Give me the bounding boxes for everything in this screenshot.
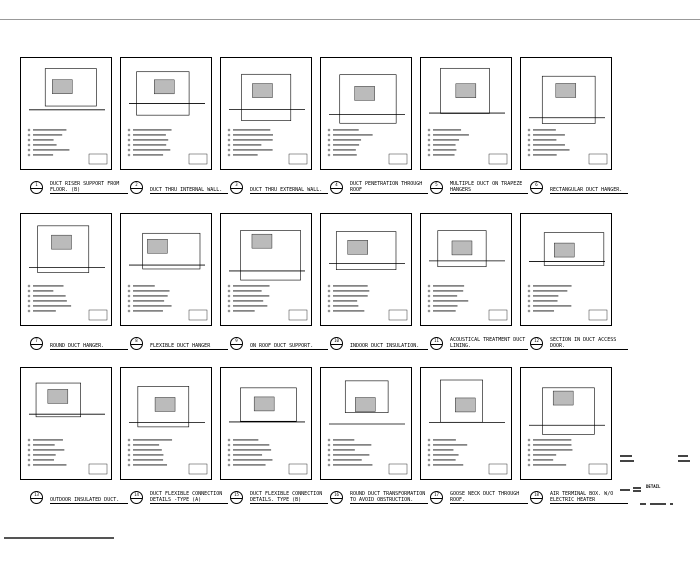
detail-linework — [427, 67, 508, 165]
detail-number-bubble: 2 — [130, 181, 143, 194]
detail-number-bubble: 1 — [30, 181, 43, 194]
detail-linework — [227, 73, 308, 165]
detail-drawing-3 — [220, 57, 312, 170]
detail-drawing-5 — [420, 57, 512, 170]
detail-title: INDOOR DUCT INSULATION. — [350, 333, 428, 350]
detail-drawing-8 — [120, 213, 212, 326]
detail-linework — [27, 382, 108, 475]
detail-linework — [527, 75, 608, 165]
detail-linework — [227, 387, 308, 475]
detail-linework — [127, 71, 208, 165]
detail-linework — [27, 68, 108, 165]
detail-number-bubble: 11 — [430, 337, 443, 350]
detail-linework — [427, 230, 508, 321]
detail-caption: 1 DUCT RISER SUPPORT FROM FLOOR. (B) — [30, 177, 130, 203]
detail-title: OUTDOOR INSULATED DUCT. — [50, 487, 128, 504]
detail-linework — [127, 232, 208, 321]
detail-caption: 16 ROUND DUCT TRANSFORMATION TO AVOID OBS… — [330, 487, 430, 513]
detail-number-bubble: 17 — [430, 491, 443, 504]
detail-title: DUCT THRU EXTERNAL WALL. — [250, 177, 328, 194]
detail-number-bubble: 5 — [430, 181, 443, 194]
detail-drawing-1 — [20, 57, 112, 170]
detail-caption: 6 RECTANGULAR DUCT HANGER. — [530, 177, 630, 203]
detail-drawing-4 — [320, 57, 412, 170]
detail-caption: 3 DUCT THRU EXTERNAL WALL. — [230, 177, 330, 203]
detail-caption: 15 DUCT FLEXIBLE CONNECTION DETAILS. TYPE… — [230, 487, 330, 513]
detail-drawing-9 — [220, 213, 312, 326]
title-block-title: DETAIL — [646, 484, 661, 489]
detail-title: DUCT RISER SUPPORT FROM FLOOR. (B) — [50, 177, 128, 194]
detail-linework — [27, 225, 108, 321]
detail-title: ROUND DUCT TRANSFORMATION TO AVOID OBSTR… — [350, 487, 428, 504]
detail-number-bubble: 8 — [130, 337, 143, 350]
detail-number-bubble: 10 — [330, 337, 343, 350]
detail-number-bubble: 12 — [530, 337, 543, 350]
detail-caption: 12 SECTION IN DUCT ACCESS DOOR. — [530, 333, 630, 359]
detail-drawing-14 — [120, 367, 212, 480]
detail-title: DUCT PENETRATION THROUGH ROOF — [350, 177, 428, 194]
detail-title: ROUND DUCT HANGER. — [50, 333, 128, 350]
detail-drawing-2 — [120, 57, 212, 170]
detail-drawing-6 — [520, 57, 612, 170]
detail-title: DUCT FLEXIBLE CONNECTION DETAILS. TYPE (… — [250, 487, 328, 504]
detail-linework — [127, 386, 208, 475]
detail-number-bubble: 9 — [230, 337, 243, 350]
detail-linework — [227, 230, 308, 321]
detail-drawing-10 — [320, 213, 412, 326]
detail-drawing-12 — [520, 213, 612, 326]
detail-title: DUCT FLEXIBLE CONNECTION DETAILS -TYPE (… — [150, 487, 228, 504]
detail-linework — [527, 232, 608, 321]
detail-number-bubble: 15 — [230, 491, 243, 504]
title-block-graphic — [620, 455, 690, 505]
detail-caption: 17 GOOSE NECK DUCT THROUGH ROOF. — [430, 487, 530, 513]
detail-caption: 18 AIR TERMINAL BOX. W/O ELECTRIC HEATER — [530, 487, 630, 513]
detail-number-bubble: 16 — [330, 491, 343, 504]
detail-linework — [427, 379, 508, 475]
detail-caption: 5 MULTIPLE DUCT ON TRAPEZE HANGERS — [430, 177, 530, 203]
detail-title: RECTANGULAR DUCT HANGER. — [550, 177, 628, 194]
detail-title: ON ROOF DUCT SUPPORT. — [250, 333, 328, 350]
detail-drawing-13 — [20, 367, 112, 480]
detail-title: DUCT THRU INTERNAL WALL. — [150, 177, 228, 194]
detail-caption: 10 INDOOR DUCT INSULATION. — [330, 333, 430, 359]
detail-caption: 14 DUCT FLEXIBLE CONNECTION DETAILS -TYPE… — [130, 487, 230, 513]
detail-title: MULTIPLE DUCT ON TRAPEZE HANGERS — [450, 177, 528, 194]
detail-caption: 2 DUCT THRU INTERNAL WALL. — [130, 177, 230, 203]
detail-number-bubble: 18 — [530, 491, 543, 504]
detail-linework — [327, 380, 408, 475]
detail-caption: 11 ACOUSTICAL TREATMENT DUCT LINING. — [430, 333, 530, 359]
detail-linework — [327, 231, 408, 321]
title-block — [620, 455, 690, 530]
detail-drawing-11 — [420, 213, 512, 326]
detail-drawing-7 — [20, 213, 112, 326]
detail-drawing-16 — [320, 367, 412, 480]
file-path-footer — [4, 537, 114, 541]
detail-caption: 13 OUTDOOR INSULATED DUCT. — [30, 487, 130, 513]
detail-drawing-15 — [220, 367, 312, 480]
detail-drawing-18 — [520, 367, 612, 480]
detail-drawing-17 — [420, 367, 512, 480]
detail-title: AIR TERMINAL BOX. W/O ELECTRIC HEATER — [550, 487, 628, 504]
detail-number-bubble: 13 — [30, 491, 43, 504]
detail-linework — [327, 74, 408, 165]
detail-number-bubble: 4 — [330, 181, 343, 194]
detail-title: ACOUSTICAL TREATMENT DUCT LINING. — [450, 333, 528, 350]
detail-title: FLEXIBLE DUCT HANGER — [150, 333, 228, 350]
detail-caption: 7 ROUND DUCT HANGER. — [30, 333, 130, 359]
sheet-border-line — [0, 19, 700, 20]
detail-number-bubble: 7 — [30, 337, 43, 350]
detail-caption: 9 ON ROOF DUCT SUPPORT. — [230, 333, 330, 359]
detail-caption: 4 DUCT PENETRATION THROUGH ROOF — [330, 177, 430, 203]
detail-linework — [527, 387, 608, 475]
detail-number-bubble: 6 — [530, 181, 543, 194]
detail-caption: 8 FLEXIBLE DUCT HANGER — [130, 333, 230, 359]
detail-number-bubble: 3 — [230, 181, 243, 194]
detail-title: SECTION IN DUCT ACCESS DOOR. — [550, 333, 628, 350]
detail-title: GOOSE NECK DUCT THROUGH ROOF. — [450, 487, 528, 504]
detail-number-bubble: 14 — [130, 491, 143, 504]
